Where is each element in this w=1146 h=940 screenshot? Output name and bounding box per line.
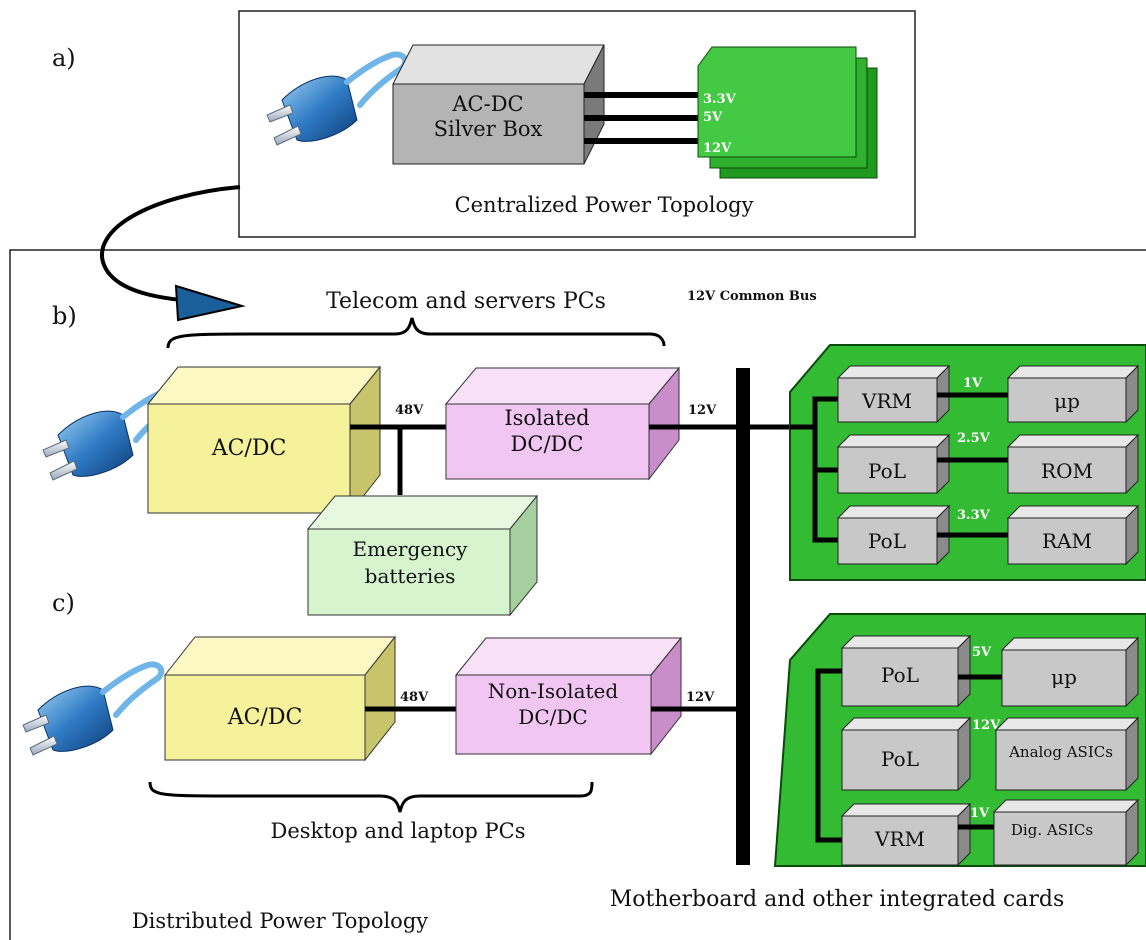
power-plug-icon [23, 664, 161, 755]
board2-row2-left: PoL [881, 747, 919, 771]
board1-row2-right: ROM [1041, 459, 1093, 483]
arrow-icon [100, 185, 246, 322]
board2-row2-right-mu: μp [1051, 665, 1077, 689]
board2-row1-left: PoL [881, 663, 919, 687]
centralized-frame [238, 10, 916, 238]
battery-box: Emergency batteries [306, 494, 539, 617]
board1-row1-voltage: 1V [963, 376, 983, 391]
desktop-48v: 48V [400, 690, 429, 705]
board1-row1-left: VRM [861, 389, 912, 413]
silver-box-line1: AC-DC [451, 92, 523, 116]
board1-row3-voltage: 3.3V [957, 508, 991, 523]
board2-row2-right: Analog ASICs [1008, 743, 1113, 761]
board2-row1-voltage: 5V [972, 645, 992, 660]
label-b: b) [52, 302, 77, 330]
output-3v3: 3.3V [703, 92, 737, 107]
telecom-acdc-label: AC/DC [211, 436, 287, 461]
desktop-acdc-box: AC/DC [163, 635, 397, 762]
battery-line2: batteries [365, 564, 456, 588]
board1-row3-right: RAM [1042, 529, 1092, 553]
output-cards: 3.3V 5V 12V [697, 46, 878, 179]
telecom-acdc-box: AC/DC [146, 365, 382, 515]
silver-box-line2: Silver Box [434, 117, 543, 141]
isolated-dcdc-line2: DC/DC [511, 432, 584, 456]
motherboard-2: PoL 5V μp PoL 12V Analog ASICs VRM 1V Di… [773, 613, 1146, 867]
output-12v: 12V [703, 141, 732, 156]
board1-row1-right: μp [1054, 389, 1080, 413]
isolated-dcdc-box: Isolated DC/DC [444, 366, 681, 481]
power-plug-icon [267, 54, 405, 145]
nonisolated-dcdc-box: Non-Isolated DC/DC [454, 636, 683, 756]
output-5v: 5V [703, 110, 723, 125]
board2-row2-voltage: 12V [972, 718, 1001, 733]
silver-box: AC-DC Silver Box [392, 44, 605, 165]
nonisolated-dcdc-line1: Non-Isolated [488, 679, 619, 703]
board-caption: Motherboard and other integrated cards [610, 887, 1065, 912]
desktop-12v: 12V [686, 690, 715, 705]
board1-row3-left: PoL [868, 529, 906, 553]
desktop-acdc-label: AC/DC [227, 705, 303, 730]
telecom-12v: 12V [688, 403, 717, 418]
board2-row3-right: Dig. ASICs [1011, 821, 1093, 839]
board2-row3-voltage: 1V [970, 806, 990, 821]
bus-label: 12V Common Bus [687, 289, 817, 304]
motherboard-1: VRM 1V μp PoL 2.5V ROM PoL 3.3V RAM [789, 344, 1146, 581]
battery-line1: Emergency [353, 537, 469, 561]
telecom-48v: 48V [395, 403, 424, 418]
board1-row2-voltage: 2.5V [957, 431, 991, 446]
distributed-caption: Distributed Power Topology [132, 909, 428, 933]
desktop-caption: Desktop and laptop PCs [271, 819, 526, 843]
telecom-caption: Telecom and servers PCs [326, 289, 606, 314]
centralized-caption: Centralized Power Topology [455, 193, 754, 217]
board1-row2-left: PoL [868, 459, 906, 483]
label-a: a) [52, 44, 76, 72]
board2-row3-left: VRM [874, 827, 925, 851]
isolated-dcdc-line1: Isolated [504, 406, 589, 430]
distributed-frame [9, 249, 1146, 940]
nonisolated-dcdc-line2: DC/DC [518, 705, 587, 729]
label-c: c) [52, 589, 75, 617]
